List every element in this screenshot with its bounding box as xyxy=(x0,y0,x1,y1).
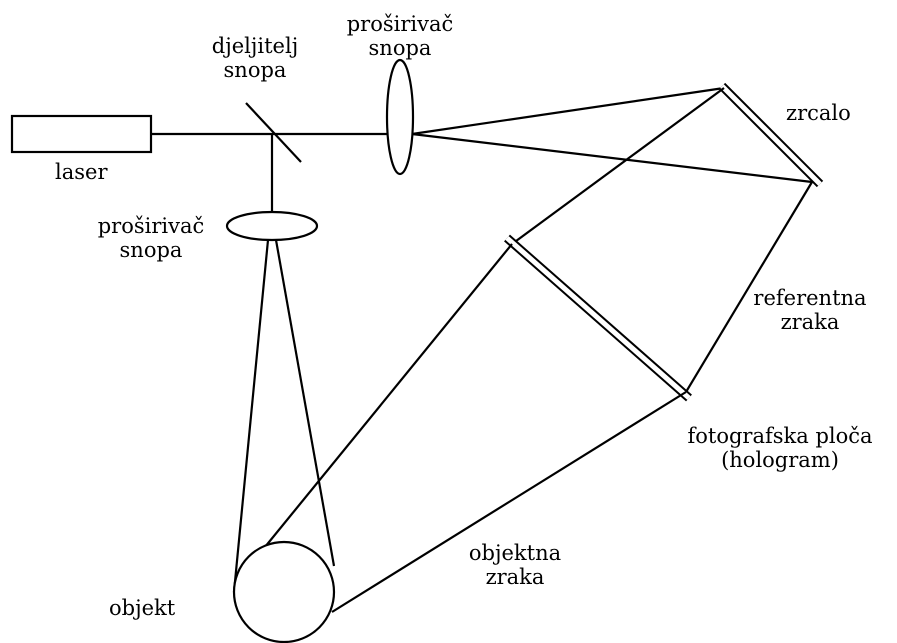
expanded-beam-upper xyxy=(411,86,725,136)
label-beam-splitter-line1: djeljitelj xyxy=(211,34,299,58)
label-beam-expander-left: proširivač snopa xyxy=(86,214,216,262)
label-beam-expander-left-line2: snopa xyxy=(119,238,183,262)
label-reference-beam-line2: zraka xyxy=(780,310,840,334)
label-object-beam-line2: zraka xyxy=(485,565,545,589)
label-beam-splitter-line2: snopa xyxy=(223,58,287,82)
label-reference-beam: referentna zraka xyxy=(750,286,870,334)
label-beam-expander-left-line1: proširivač xyxy=(97,214,205,238)
object-beam-lower xyxy=(331,391,687,613)
label-beam-expander-top-line2: snopa xyxy=(368,36,432,60)
object-circle xyxy=(232,540,336,643)
label-reference-beam-line1: referentna xyxy=(753,286,867,310)
label-laser: laser xyxy=(55,160,108,184)
beam-expander-left-lens xyxy=(225,210,319,242)
label-mirror: zrcalo xyxy=(786,101,851,125)
illumination-beam-left xyxy=(232,239,270,593)
reference-beam-upper xyxy=(511,87,725,245)
expanded-beam-lower xyxy=(411,132,813,184)
label-photographic-plate-line1: fotografska ploča xyxy=(687,424,873,448)
label-beam-splitter: djeljitelj snopa xyxy=(200,34,310,82)
label-photographic-plate: fotografska ploča (hologram) xyxy=(665,424,895,472)
label-object-beam-line1: objektna xyxy=(468,541,562,565)
label-object-beam: objektna zraka xyxy=(460,541,570,589)
object-beam-upper xyxy=(255,243,513,559)
reference-beam-lower xyxy=(685,181,813,393)
label-object: objekt xyxy=(109,596,176,620)
label-beam-expander-top-line1: proširivač xyxy=(346,12,454,36)
photographic-plate xyxy=(504,234,692,402)
laser-box xyxy=(10,114,153,154)
illumination-beam-right xyxy=(274,239,336,567)
beam-splitter xyxy=(245,102,302,163)
label-beam-expander-top: proširivač snopa xyxy=(335,12,465,60)
beam-expander-top-lens xyxy=(385,58,415,176)
label-photographic-plate-line2: (hologram) xyxy=(721,448,839,472)
mirror xyxy=(718,82,824,188)
